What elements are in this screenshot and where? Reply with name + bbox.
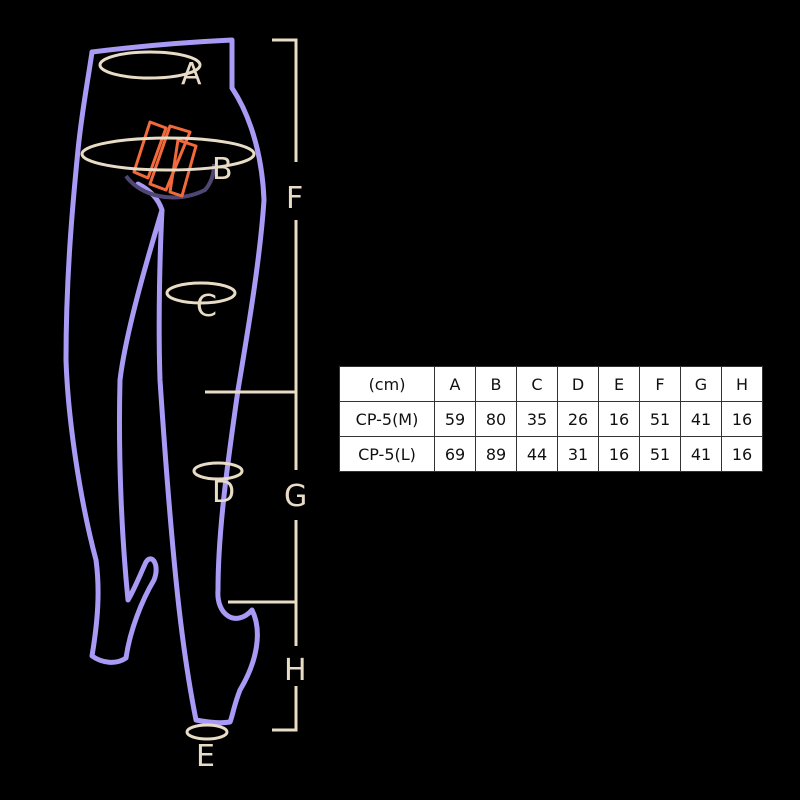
row-size-label: CP-5(M) (339, 401, 435, 437)
table-cell: 26 (557, 401, 599, 437)
label-f: F (286, 181, 303, 216)
label-d: D (212, 475, 235, 510)
header-c: C (516, 366, 558, 402)
length-brackets (205, 38, 298, 732)
right-leg-outline (156, 85, 267, 726)
header-e: E (598, 366, 640, 402)
ring-b-hip (80, 136, 256, 172)
bracket-f (205, 38, 298, 394)
table-cell: 89 (475, 436, 517, 472)
label-c: C (196, 289, 217, 324)
gusset-curve (124, 163, 216, 200)
ring-e-ankle (185, 723, 229, 741)
gusset-patch-middle (148, 124, 192, 192)
header-h: H (721, 366, 763, 402)
table-header-row: (cm) A B C D E F G H (339, 366, 763, 402)
gusset-patch-outer (132, 120, 168, 180)
table-row: CP-5(M) 59 80 35 26 16 51 41 16 (339, 401, 763, 437)
ring-d-calf (192, 461, 244, 481)
table-cell: 51 (639, 401, 681, 437)
table-cell: 16 (721, 401, 763, 437)
tights-outline (63, 37, 267, 726)
table-row: CP-5(L) 69 89 44 31 16 51 41 16 (339, 436, 763, 472)
size-chart-table: (cm) A B C D E F G H CP-5(M) 59 80 35 26… (339, 366, 763, 472)
table-cell: 31 (557, 436, 599, 472)
label-a: A (181, 57, 202, 92)
table-cell: 59 (434, 401, 476, 437)
table-cell: 16 (721, 436, 763, 472)
table-cell: 80 (475, 401, 517, 437)
ring-c-thigh (165, 281, 237, 305)
label-b: B (212, 152, 233, 187)
label-e: E (196, 739, 215, 774)
header-g: G (680, 366, 722, 402)
table-cell: 51 (639, 436, 681, 472)
row-size-label: CP-5(L) (339, 436, 435, 472)
gusset-patch-inner (168, 138, 198, 198)
table-cell: 69 (434, 436, 476, 472)
header-a: A (434, 366, 476, 402)
header-f: F (639, 366, 681, 402)
table-cell: 44 (516, 436, 558, 472)
label-h: H (284, 653, 307, 688)
ring-a-waist (98, 50, 202, 80)
bracket-h (272, 602, 298, 732)
table-cell: 41 (680, 436, 722, 472)
measurement-rings (80, 50, 256, 741)
waistband-outline (89, 37, 235, 91)
table-cell: 41 (680, 401, 722, 437)
label-g: G (284, 479, 307, 514)
left-leg-outline (63, 49, 165, 665)
header-unit: (cm) (339, 366, 435, 402)
crotch-gusset (124, 120, 216, 200)
table-cell: 16 (598, 436, 640, 472)
table-cell: 35 (516, 401, 558, 437)
header-d: D (557, 366, 599, 402)
header-b: B (475, 366, 517, 402)
table-cell: 16 (598, 401, 640, 437)
